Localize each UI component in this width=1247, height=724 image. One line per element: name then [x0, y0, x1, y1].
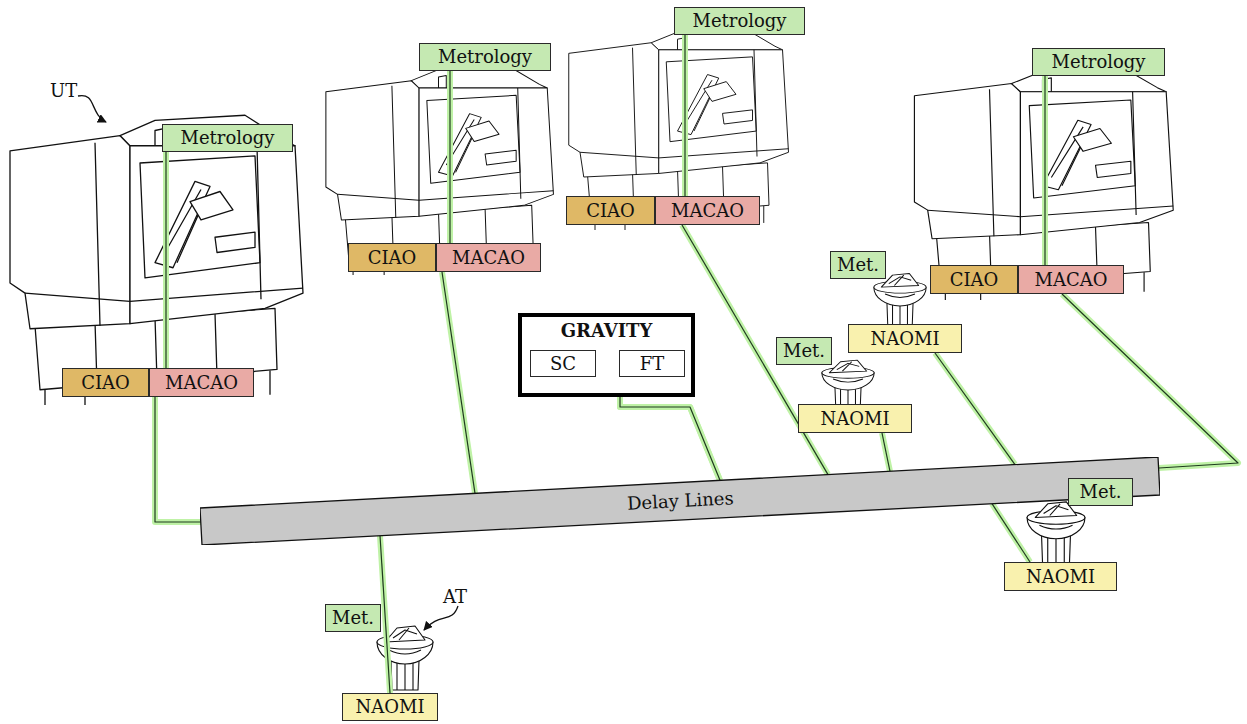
metrology-box: Met. — [830, 251, 886, 279]
beam-line — [1062, 294, 1238, 468]
light-beam — [380, 536, 390, 693]
light-beam — [935, 353, 1015, 465]
light-path — [166, 152, 167, 368]
light-beam — [992, 504, 1030, 562]
metrology-box: Metrology — [674, 7, 805, 35]
box-label: Metrology — [1051, 52, 1145, 72]
box-label: CIAO — [586, 201, 635, 221]
macao-box: MACAO — [655, 196, 760, 225]
light-beam — [163, 152, 169, 368]
light-beam — [682, 35, 688, 196]
beam-combiner-box: SC — [530, 350, 596, 377]
metrology-box: Metrology — [1032, 48, 1165, 76]
light-path — [155, 397, 201, 522]
instrument-title: GRAVITY — [561, 321, 653, 341]
light-path — [1062, 294, 1238, 468]
beam-line — [935, 353, 1015, 465]
instrument-box: GRAVITY SC FT — [518, 313, 695, 397]
metrology-box: Met. — [325, 604, 381, 632]
light-beam — [447, 71, 453, 243]
box-label: MACAO — [165, 373, 238, 393]
light-beam — [442, 272, 475, 493]
beam-line — [165, 152, 166, 368]
ciao-box: CIAO — [930, 265, 1018, 294]
beam-line — [1044, 76, 1045, 265]
ciao-box: CIAO — [62, 368, 149, 397]
light-beam — [1062, 294, 1238, 468]
box-label: Met. — [783, 341, 825, 361]
metrology-box: Metrology — [419, 43, 551, 71]
box-label: Metrology — [692, 11, 786, 31]
metrology-box: Met. — [776, 337, 832, 365]
beam-line — [380, 536, 390, 693]
naomi-box: NAOMI — [1004, 562, 1117, 591]
light-path — [380, 536, 390, 693]
macao-box: MACAO — [149, 368, 254, 397]
box-label: CIAO — [81, 373, 130, 393]
naomi-box: NAOMI — [848, 324, 962, 353]
beam-line — [449, 71, 450, 243]
box-label: NAOMI — [870, 329, 939, 349]
metrology-box: Met. — [1068, 478, 1133, 506]
box-label: NAOMI — [820, 409, 889, 429]
beam-line — [442, 272, 475, 493]
box-label: Met. — [1079, 482, 1121, 502]
light-path — [685, 35, 686, 196]
naomi-box: NAOMI — [798, 404, 912, 433]
light-path — [882, 433, 890, 471]
box-label: NAOMI — [1026, 567, 1095, 587]
box-label: Met. — [837, 255, 879, 275]
ciao-box: CIAO — [566, 196, 655, 225]
light-path — [1045, 76, 1046, 265]
beam-line — [882, 433, 890, 471]
ciao-box: CIAO — [348, 243, 436, 272]
box-label: Met. — [332, 608, 374, 628]
callout-label: AT — [443, 586, 467, 607]
box-label: MACAO — [1035, 270, 1108, 290]
light-beam — [882, 433, 890, 471]
box-label: FT — [640, 354, 665, 374]
callout-label: UT — [50, 80, 77, 101]
box-label: MACAO — [671, 201, 744, 221]
box-label: Metrology — [438, 47, 532, 67]
light-beam — [155, 397, 201, 522]
light-path — [450, 71, 451, 243]
light-path — [935, 353, 1015, 465]
beam-combiner-box: FT — [619, 350, 685, 377]
metrology-box: Metrology — [162, 124, 293, 152]
box-label: NAOMI — [355, 697, 424, 717]
beam-line — [992, 504, 1030, 562]
box-label: CIAO — [950, 270, 999, 290]
light-path — [992, 504, 1030, 562]
delay-line-band: Delay Lines — [200, 457, 1160, 545]
macao-box: MACAO — [1018, 265, 1124, 294]
light-path — [442, 272, 475, 493]
macao-box: MACAO — [436, 243, 541, 272]
box-label: MACAO — [452, 248, 525, 268]
beam-line — [684, 35, 685, 196]
beam-line — [155, 397, 201, 522]
naomi-box: NAOMI — [342, 693, 438, 721]
box-label: Metrology — [180, 128, 274, 148]
box-label: CIAO — [368, 248, 417, 268]
light-beam — [1042, 76, 1048, 265]
box-label: SC — [550, 354, 576, 374]
